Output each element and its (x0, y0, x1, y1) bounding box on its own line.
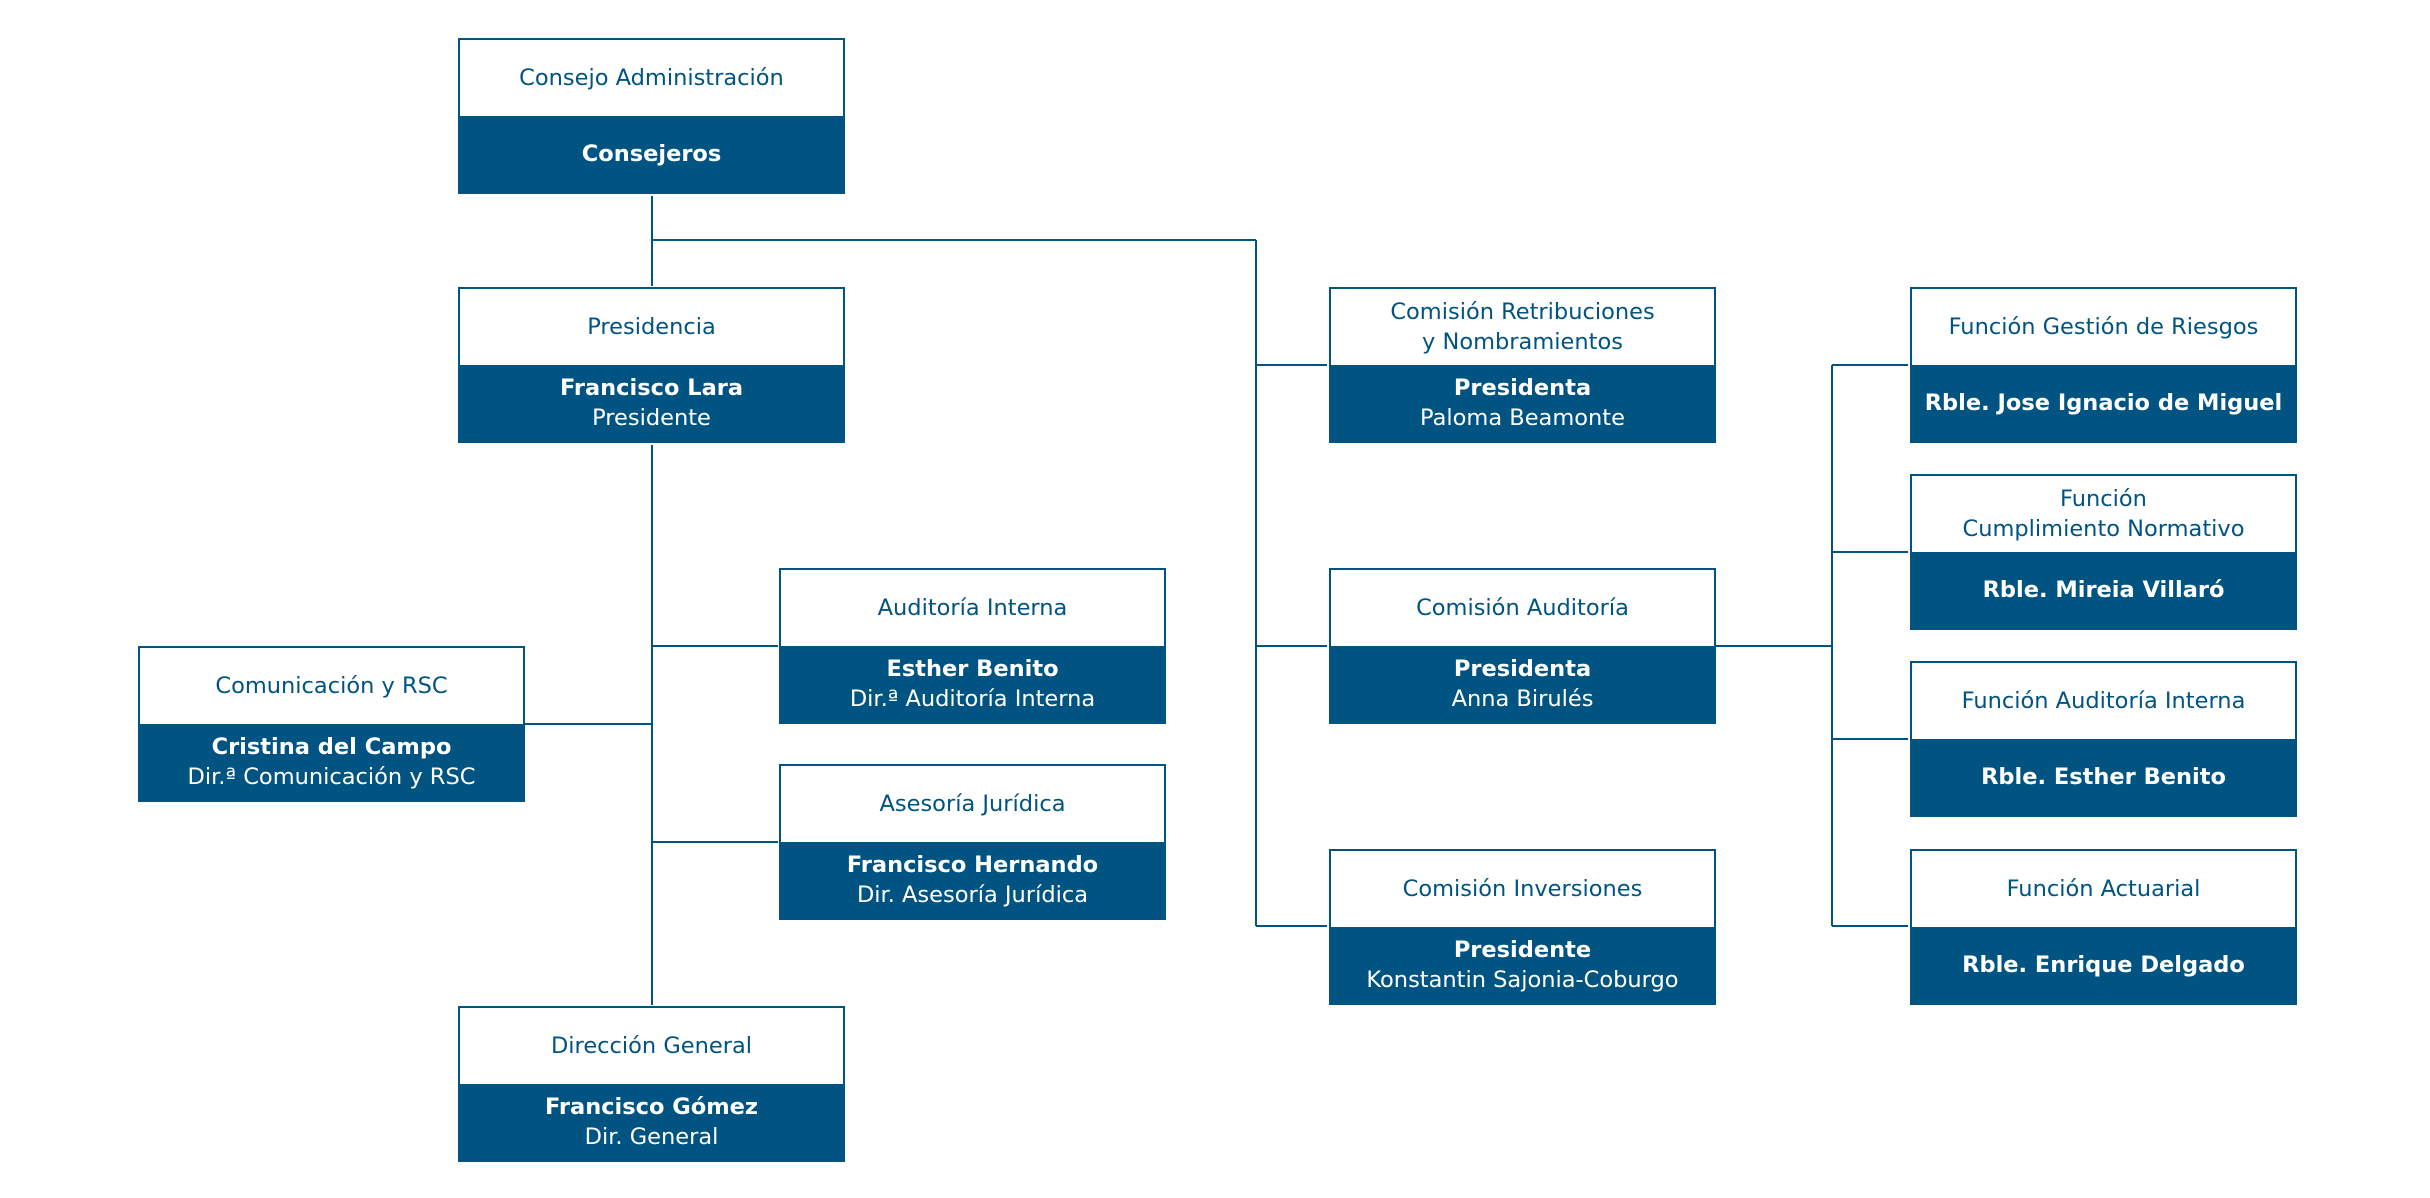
node-funcion-auditoria: Función Auditoría Interna Rble. Esther B… (1910, 661, 2297, 817)
node-body: Francisco Gómez Dir. General (460, 1084, 843, 1160)
node-title-text: Asesoría Jurídica (879, 791, 1066, 817)
node-name: Esther Benito (886, 656, 1059, 682)
node-title: Función Actuarial (1912, 851, 2295, 927)
node-role: Dir. General (584, 1124, 719, 1150)
node-name: Rble. Esther Benito (1981, 764, 2226, 790)
node-title-text: Función Gestión de Riesgos (1948, 314, 2259, 340)
node-title-line1: Comisión Retribuciones (1390, 299, 1655, 325)
node-body: Rble. Jose Ignacio de Miguel (1912, 365, 2295, 441)
node-role: Dir.ª Auditoría Interna (849, 686, 1096, 712)
node-title: Función Auditoría Interna (1912, 663, 2295, 739)
node-title-text: Comunicación y RSC (215, 673, 448, 699)
node-comision-inversiones: Comisión Inversiones Presidente Konstant… (1329, 849, 1716, 1005)
node-name: Cristina del Campo (211, 734, 452, 760)
node-comision-retribuciones: Comisión Retribuciones y Nombramientos P… (1329, 287, 1716, 443)
node-title: Dirección General (460, 1008, 843, 1084)
node-body: Presidenta Anna Birulés (1331, 646, 1714, 722)
node-title-line1: Función (2060, 486, 2147, 512)
node-role: Konstantin Sajonia-Coburgo (1366, 967, 1679, 993)
node-title: Presidencia (460, 289, 843, 365)
node-role: Dir. Asesoría Jurídica (856, 882, 1089, 908)
node-body: Consejeros (460, 116, 843, 192)
node-title-text: Auditoría Interna (877, 595, 1068, 621)
node-auditoria-interna: Auditoría Interna Esther Benito Dir.ª Au… (779, 568, 1166, 724)
node-name: Presidenta (1453, 656, 1592, 682)
node-title-text: Dirección General (550, 1033, 753, 1059)
node-role: Paloma Beamonte (1420, 405, 1625, 431)
node-title-text: Consejo Administración (519, 65, 784, 91)
node-body: Rble. Mireia Villaró (1912, 552, 2295, 628)
node-funcion-riesgos: Función Gestión de Riesgos Rble. Jose Ig… (1910, 287, 2297, 443)
node-title-text: Función Actuarial (2006, 876, 2201, 902)
node-title: Comisión Auditoría (1331, 570, 1714, 646)
node-body: Francisco Lara Presidente (460, 365, 843, 441)
node-title-text: Comisión Auditoría (1416, 595, 1629, 621)
node-name: Rble. Enrique Delgado (1962, 952, 2245, 978)
node-body: Rble. Esther Benito (1912, 739, 2295, 815)
node-role: Presidente (592, 405, 711, 431)
node-title: Auditoría Interna (781, 570, 1164, 646)
node-title: Función Gestión de Riesgos (1912, 289, 2295, 365)
node-presidencia: Presidencia Francisco Lara Presidente (458, 287, 845, 443)
node-title-line2: Cumplimiento Normativo (1962, 516, 2245, 542)
node-body: Rble. Enrique Delgado (1912, 927, 2295, 1003)
node-body: Cristina del Campo Dir.ª Comunicación y … (140, 724, 523, 800)
node-body: Francisco Hernando Dir. Asesoría Jurídic… (781, 842, 1164, 918)
node-title: Asesoría Jurídica (781, 766, 1164, 842)
node-name: Presidenta (1453, 375, 1592, 401)
node-title-line2: y Nombramientos (1422, 329, 1623, 355)
node-comunicacion-rsc: Comunicación y RSC Cristina del Campo Di… (138, 646, 525, 802)
node-direccion-general: Dirección General Francisco Gómez Dir. G… (458, 1006, 845, 1162)
node-funcion-cumplimiento: Función Cumplimiento Normativo Rble. Mir… (1910, 474, 2297, 630)
node-title: Consejo Administración (460, 40, 843, 116)
node-name: Presidente (1453, 937, 1592, 963)
node-name: Francisco Lara (559, 375, 744, 401)
node-name: Consejeros (581, 141, 722, 167)
node-asesoria-juridica: Asesoría Jurídica Francisco Hernando Dir… (779, 764, 1166, 920)
node-body: Presidenta Paloma Beamonte (1331, 365, 1714, 441)
node-role: Anna Birulés (1451, 686, 1594, 712)
node-funcion-actuarial: Función Actuarial Rble. Enrique Delgado (1910, 849, 2297, 1005)
node-title-text: Función Auditoría Interna (1961, 688, 2246, 714)
node-body: Presidente Konstantin Sajonia-Coburgo (1331, 927, 1714, 1003)
node-consejo-administracion: Consejo Administración Consejeros (458, 38, 845, 194)
node-title-text: Presidencia (587, 314, 716, 340)
node-title: Comisión Inversiones (1331, 851, 1714, 927)
node-name: Rble. Jose Ignacio de Miguel (1924, 390, 2283, 416)
node-title: Función Cumplimiento Normativo (1912, 476, 2295, 552)
node-title-text: Comisión Inversiones (1402, 876, 1643, 902)
node-title: Comisión Retribuciones y Nombramientos (1331, 289, 1714, 365)
node-name: Rble. Mireia Villaró (1982, 577, 2225, 603)
node-comision-auditoria: Comisión Auditoría Presidenta Anna Birul… (1329, 568, 1716, 724)
node-role: Dir.ª Comunicación y RSC (187, 764, 476, 790)
node-name: Francisco Gómez (544, 1094, 759, 1120)
node-body: Esther Benito Dir.ª Auditoría Interna (781, 646, 1164, 722)
node-name: Francisco Hernando (846, 852, 1099, 878)
node-title: Comunicación y RSC (140, 648, 523, 724)
